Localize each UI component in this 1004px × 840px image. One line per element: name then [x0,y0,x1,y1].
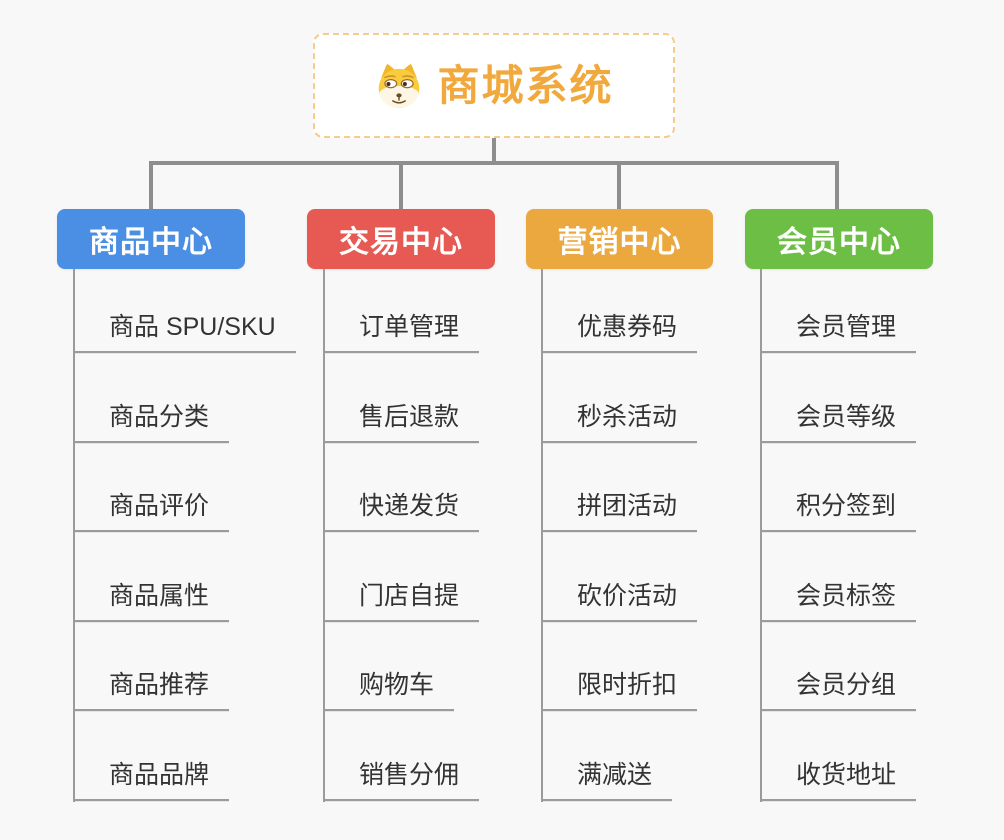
connector-drop-marketing [617,161,621,211]
leaf-node[interactable]: 限时折扣 [543,669,698,711]
leaf-node[interactable]: 商品 SPU/SKU [75,311,296,353]
leaf-node[interactable]: 拼团活动 [543,490,698,532]
leaf-node[interactable]: 订单管理 [325,311,480,353]
leaf-node[interactable]: 积分签到 [762,490,917,532]
leaf-node[interactable]: 会员分组 [762,669,917,711]
leaf-node[interactable]: 满减送 [543,759,673,801]
connector-drop-member [835,161,839,211]
branch-column-marketing: 优惠券码 秒杀活动 拼团活动 砍价活动 限时折扣 满减送 [541,269,791,802]
branch-column-trade: 订单管理 售后退款 快递发货 门店自提 购物车 销售分佣 [323,269,573,802]
root-node[interactable]: 商城系统 [313,33,675,138]
branch-node-marketing-center[interactable]: 营销中心 [526,209,713,269]
leaf-node[interactable]: 会员管理 [762,311,917,353]
leaf-node[interactable]: 会员标签 [762,580,917,622]
leaf-node[interactable]: 门店自提 [325,580,480,622]
leaf-node[interactable]: 商品分类 [75,401,230,443]
leaf-node[interactable]: 商品属性 [75,580,230,622]
leaf-node[interactable]: 商品推荐 [75,669,230,711]
leaf-node[interactable]: 收货地址 [762,759,917,801]
leaf-node[interactable]: 购物车 [325,669,455,711]
leaf-node[interactable]: 会员等级 [762,401,917,443]
leaf-node[interactable]: 优惠券码 [543,311,698,353]
connector-trunk [149,161,839,165]
leaf-node[interactable]: 砍价活动 [543,580,698,622]
root-title: 商城系统 [437,61,614,109]
leaf-node[interactable]: 商品品牌 [75,759,230,801]
dog-face-icon [379,63,420,108]
connector-drop-trade [399,161,403,211]
leaf-node[interactable]: 销售分佣 [325,759,480,801]
leaf-node[interactable]: 快递发货 [325,490,480,532]
branch-column-member: 会员管理 会员等级 积分签到 会员标签 会员分组 收货地址 [760,269,1004,802]
connector-drop-product [149,161,153,211]
leaf-node[interactable]: 售后退款 [325,401,480,443]
leaf-node[interactable]: 商品评价 [75,490,230,532]
leaf-node[interactable]: 秒杀活动 [543,401,698,443]
branch-node-member-center[interactable]: 会员中心 [745,209,933,269]
branch-node-trade-center[interactable]: 交易中心 [307,209,495,269]
connector-root-stem [492,138,496,164]
branch-column-product: 商品 SPU/SKU 商品分类 商品评价 商品属性 商品推荐 商品品牌 [73,269,323,802]
branch-node-product-center[interactable]: 商品中心 [57,209,245,269]
